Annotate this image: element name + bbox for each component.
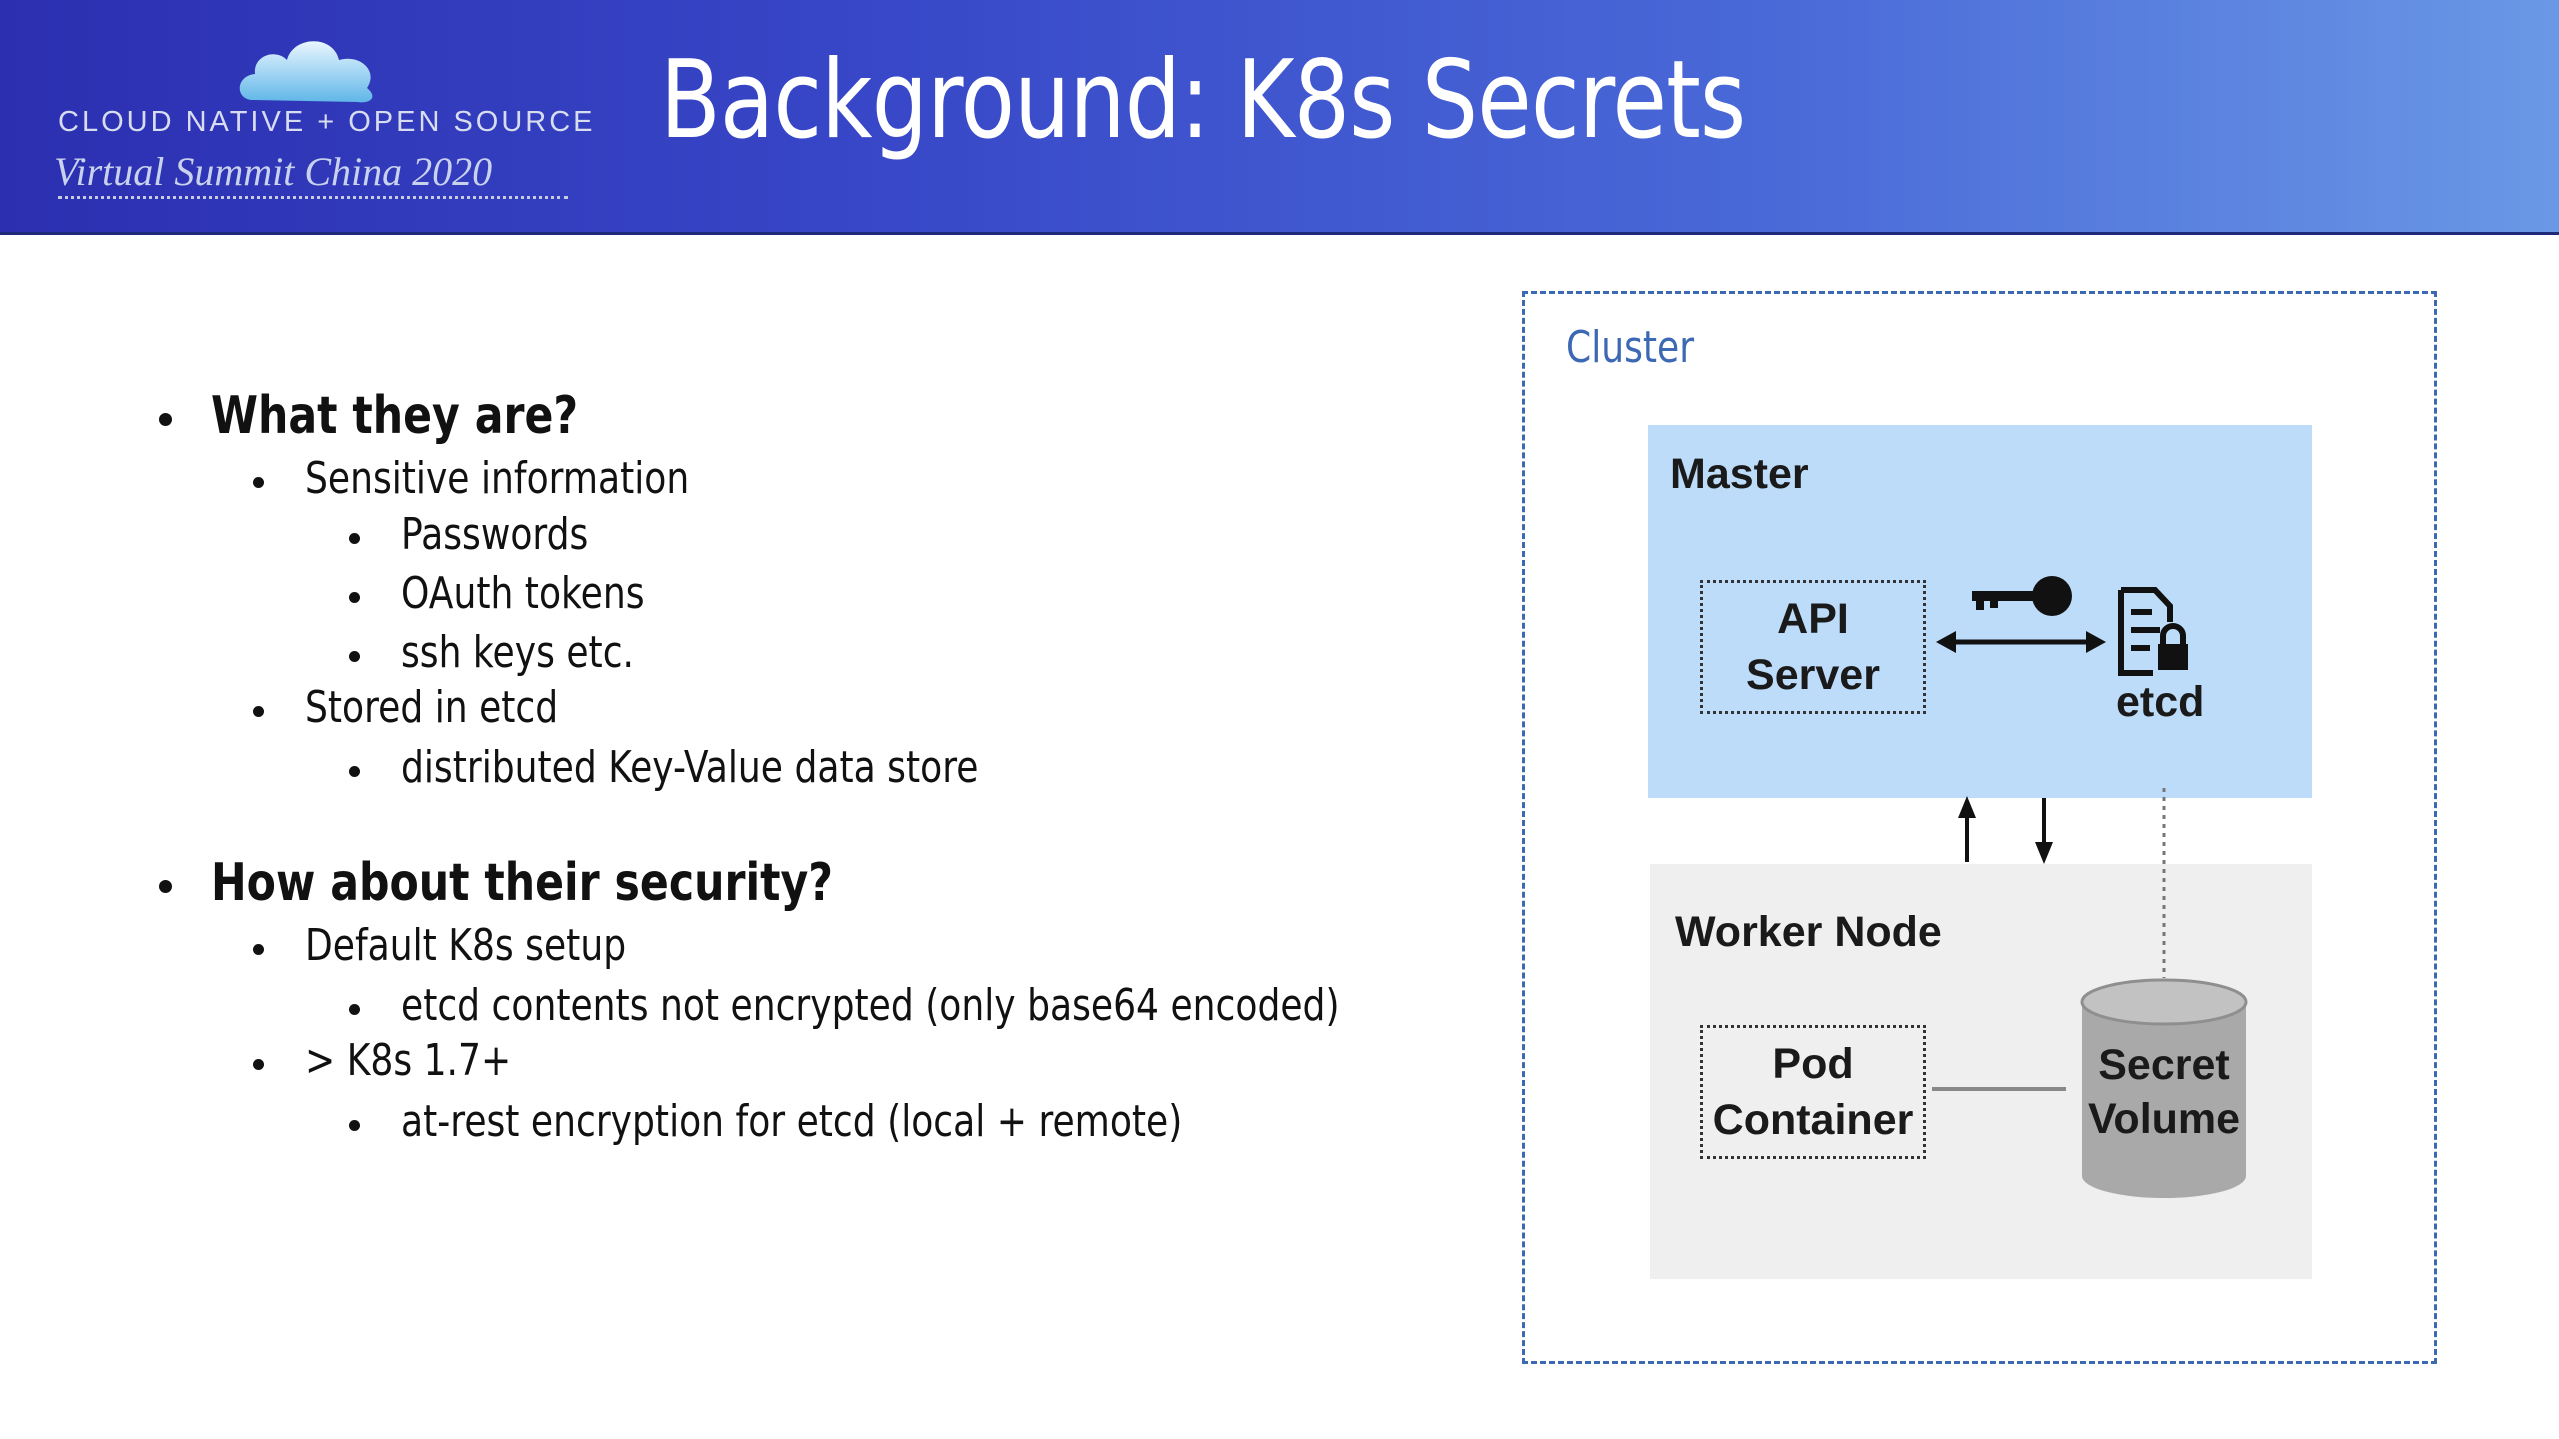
worker-label: Worker Node — [1675, 908, 1942, 956]
bullet-item: Stored in etcd — [253, 682, 614, 733]
bullet-item: OAuth tokens — [349, 568, 698, 619]
etcd-label: etcd — [2116, 678, 2205, 726]
bullet-item: How about their security? — [159, 853, 970, 913]
bullet-item: > K8s 1.7+ — [253, 1035, 556, 1086]
bullet-text: at-rest encryption for etcd (local + rem… — [401, 1096, 1183, 1147]
logo-divider — [58, 196, 568, 199]
master-node — [1648, 425, 2312, 798]
bullet-text: distributed Key-Value data store — [401, 742, 979, 793]
slide-header: CLOUD NATIVE + OPEN SOURCE Virtual Summi… — [0, 0, 2559, 235]
slide-title: Background: K8s Secrets — [660, 38, 1746, 163]
document-lock-icon — [2118, 587, 2188, 676]
bullet-item: What they are? — [159, 386, 659, 446]
bullet-text: OAuth tokens — [401, 568, 645, 619]
bullet-dot — [253, 1059, 264, 1070]
cloud-logo-icon — [239, 41, 373, 103]
bullet-text: How about their security? — [211, 853, 834, 913]
bullet-text: What they are? — [211, 386, 579, 446]
bullet-dot — [159, 880, 172, 893]
bullet-text: ssh keys etc. — [401, 627, 635, 678]
cylinder-icon — [2080, 978, 2248, 1198]
bullet-dot — [349, 651, 360, 662]
bullet-text: etcd contents not encrypted (only base64… — [401, 980, 1340, 1031]
bullet-item: etcd contents not encrypted (only base64… — [349, 980, 1546, 1031]
logo-line-2: Virtual Summit China 2020 — [54, 149, 493, 194]
bullet-item: ssh keys etc. — [349, 627, 685, 678]
bullet-item: Sensitive information — [253, 453, 774, 504]
cluster-boundary — [1522, 291, 2437, 1364]
logo-line-1: CLOUD NATIVE + OPEN SOURCE — [58, 106, 596, 138]
bullet-dot — [349, 592, 360, 603]
master-label: Master — [1670, 450, 1809, 498]
up-arrow-icon — [1958, 796, 1976, 862]
down-arrow-icon — [2035, 798, 2053, 864]
bullet-item: at-rest encryption for etcd (local + rem… — [349, 1096, 1354, 1147]
bullet-item: Passwords — [349, 509, 629, 560]
double-arrow-icon — [1936, 631, 2106, 653]
bullet-item: Default K8s setup — [253, 920, 697, 971]
bullet-dot — [253, 477, 264, 488]
bullet-text: > K8s 1.7+ — [305, 1035, 512, 1086]
secret-volume-label: Secret Volume — [2087, 1041, 2241, 1143]
bullet-dot — [349, 533, 360, 544]
bullet-dot — [253, 706, 264, 717]
bullet-text: Sensitive information — [305, 453, 690, 504]
cluster-label: Cluster — [1566, 322, 1695, 373]
key-icon — [1972, 576, 2072, 616]
pod-container-box: Pod Container — [1700, 1025, 1926, 1159]
bullet-dot — [349, 766, 360, 777]
bullet-text: Stored in etcd — [305, 682, 559, 733]
bullet-text: Passwords — [401, 509, 589, 560]
bullet-item: distributed Key-Value data store — [349, 742, 1105, 793]
bullet-dot — [253, 944, 264, 955]
bullet-dot — [159, 413, 172, 426]
bullet-dot — [349, 1120, 360, 1131]
bullet-text: Default K8s setup — [305, 920, 627, 971]
bullet-dot — [349, 1004, 360, 1015]
event-logo: CLOUD NATIVE + OPEN SOURCE Virtual Summi… — [48, 20, 596, 210]
api-server-box: API Server — [1700, 580, 1926, 714]
